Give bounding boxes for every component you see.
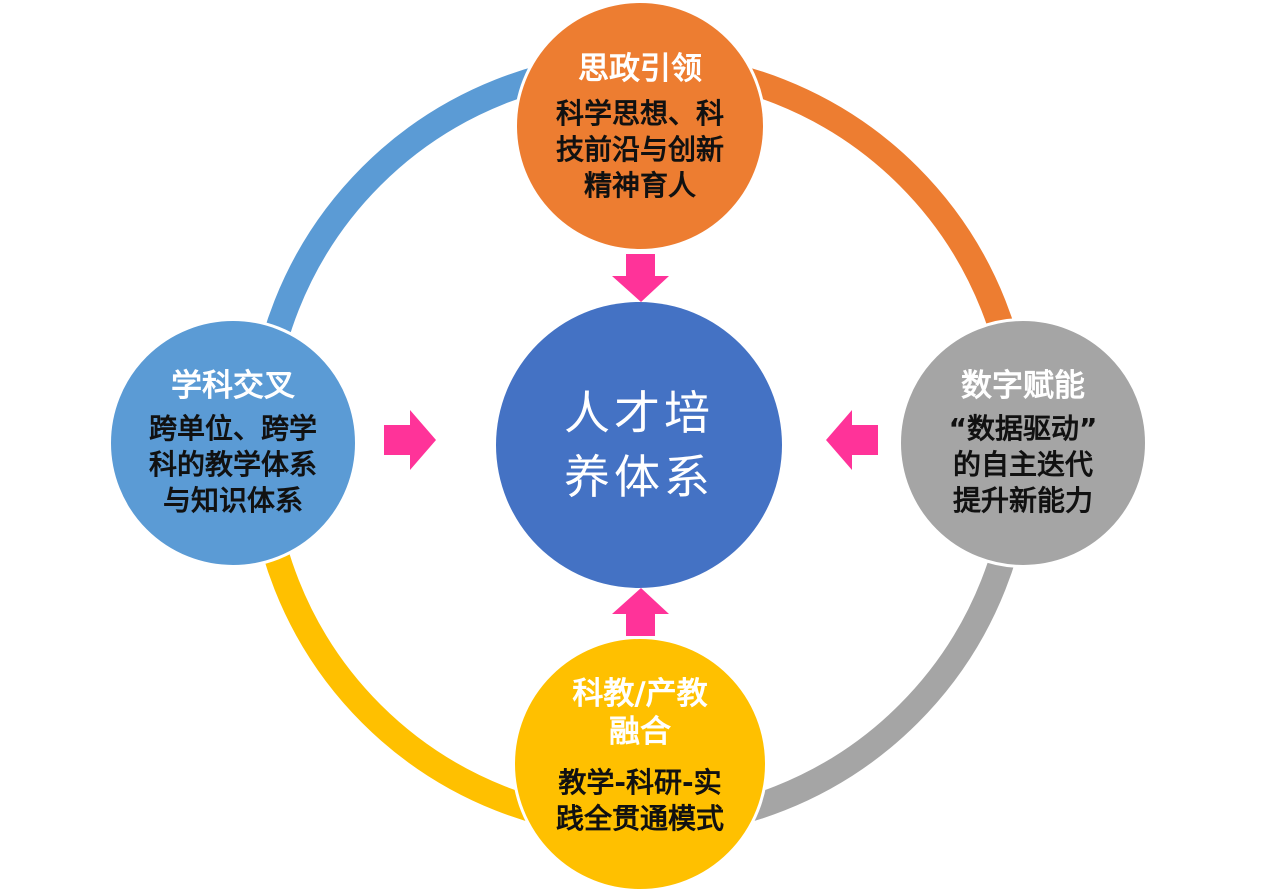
arrow-down <box>612 254 669 302</box>
node-integration-desc: 教学-科研-实 践全贯通模式 <box>555 766 724 835</box>
node-integration: 科教/产教 融合 教学-科研-实 践全贯通模式 <box>512 636 768 892</box>
center-node-text: 人才培 养体系 <box>564 386 714 504</box>
arrow-right <box>384 410 436 470</box>
node-digital-desc: “数据驱动” 的自主迭代 提升新能力 <box>948 412 1098 517</box>
node-interdisciplinary-desc: 跨单位、跨学 科的教学体系 与知识体系 <box>148 412 317 517</box>
node-interdisciplinary-title: 学科交叉 <box>171 368 295 404</box>
node-interdisciplinary: 学科交叉 跨单位、跨学 科的教学体系 与知识体系 <box>108 318 358 568</box>
arrow-left <box>826 410 878 470</box>
arrow-up <box>612 588 669 636</box>
node-integration-title: 科教/产教 融合 <box>572 676 708 750</box>
node-digital-title: 数字赋能 <box>961 368 1085 404</box>
node-digital: 数字赋能 “数据驱动” 的自主迭代 提升新能力 <box>898 318 1148 568</box>
node-ideology-desc: 科学思想、科 技前沿与创新 精神育人 <box>555 97 724 202</box>
node-ideology-title: 思政引领 <box>578 51 702 87</box>
center-node: 人才培 养体系 <box>496 302 782 588</box>
node-ideology: 思政引领 科学思想、科 技前沿与创新 精神育人 <box>514 0 766 252</box>
